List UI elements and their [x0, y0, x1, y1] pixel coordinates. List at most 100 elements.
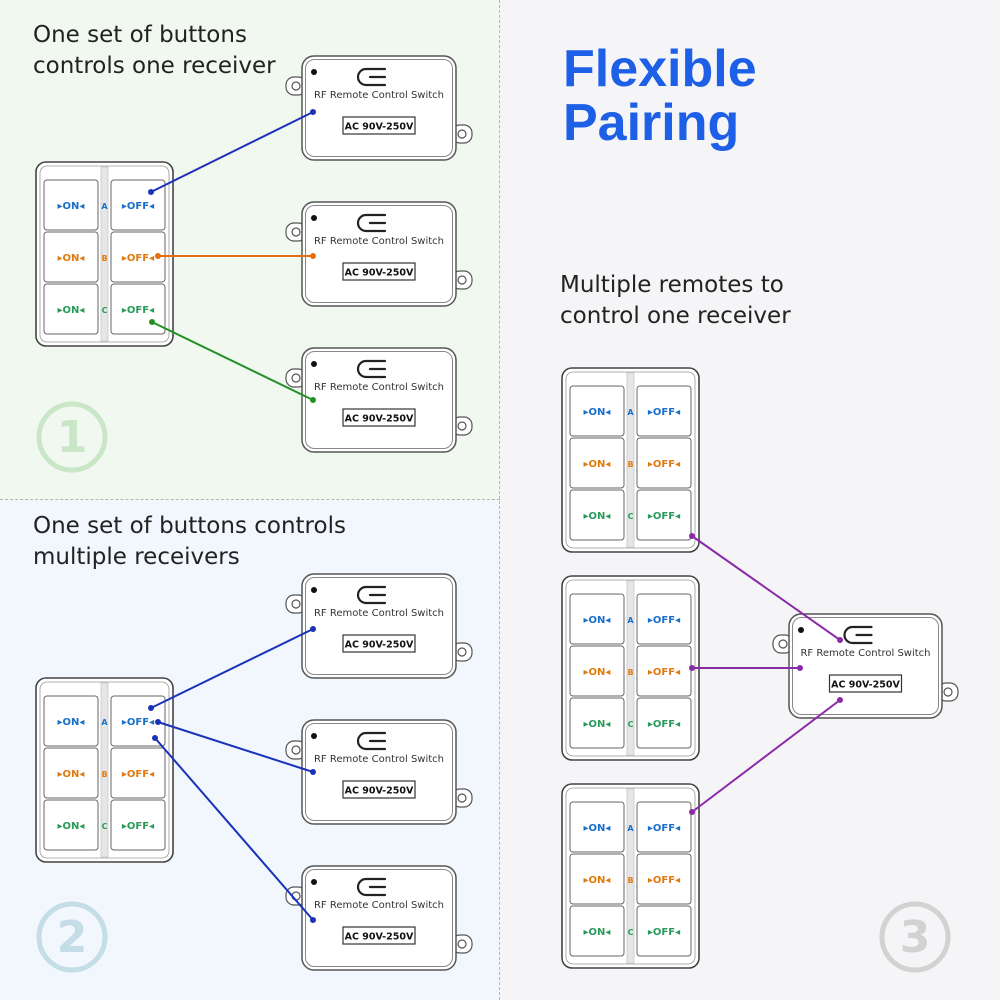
wire-remote-2-to-receiver [689, 665, 803, 671]
mounting-hole [457, 793, 467, 803]
receiver-label: RF Remote Control Switch [314, 382, 444, 393]
remote-inner-outline [39, 681, 170, 859]
remote-p3-a: ▸ON◂A▸OFF◂▸ON◂B▸OFF◂▸ON◂C▸OFF◂ [561, 367, 700, 553]
wire-line [154, 737, 314, 921]
wire-b-off-to-receiver [155, 253, 316, 259]
mounting-hole [943, 687, 953, 697]
horizontal-divider [0, 499, 500, 500]
voltage-box [342, 926, 416, 945]
wire-off-to-receiver-1 [148, 626, 316, 711]
button-face [43, 799, 99, 851]
button-face [110, 747, 166, 799]
button-on-c: ▸ON◂ [43, 799, 99, 851]
button-off-a: ▸OFF◂ [636, 801, 692, 853]
button-off-c: ▸OFF◂ [636, 697, 692, 749]
button-on-label: ▸ON◂ [58, 769, 85, 780]
antenna-icon [356, 877, 387, 897]
remote-p3-c: ▸ON◂A▸OFF◂▸ON◂B▸OFF◂▸ON◂C▸OFF◂ [561, 783, 700, 969]
remote-inner-outline [565, 787, 696, 965]
antenna-icon [843, 625, 873, 645]
receiver-p2-a: RF Remote Control Switch AC 90V-250V [285, 573, 473, 679]
wire-off-to-receiver-2 [155, 719, 316, 775]
button-on-label: ▸ON◂ [58, 821, 85, 832]
status-led [311, 879, 317, 885]
wire-endpoint [310, 253, 316, 259]
channel-letter-b: B [627, 460, 633, 469]
remote-p1: ▸ON◂A▸OFF◂▸ON◂B▸OFF◂▸ON◂C▸OFF◂ [35, 161, 174, 347]
step-circle [36, 901, 108, 973]
wire-endpoint [148, 189, 154, 195]
voltage-box [342, 116, 416, 135]
receiver-inner-outline [305, 577, 453, 675]
button-on-c: ▸ON◂ [569, 489, 625, 541]
button-on-label: ▸ON◂ [584, 875, 611, 886]
receiver-label: RF Remote Control Switch [314, 900, 444, 911]
antenna-icon [356, 731, 387, 751]
button-off-label: ▸OFF◂ [122, 717, 154, 728]
voltage-label: AC 90V-250V [345, 640, 414, 651]
mounting-hole [291, 745, 301, 755]
page-title: Flexible Pairing [563, 40, 757, 152]
channel-letter-a: A [101, 718, 108, 727]
wire-line [691, 535, 841, 641]
channel-letter-a: A [627, 616, 634, 625]
voltage-box [342, 262, 416, 281]
button-on-b: ▸ON◂ [569, 853, 625, 905]
wire-line [150, 111, 314, 193]
button-on-a: ▸ON◂ [569, 593, 625, 645]
button-off-b: ▸OFF◂ [636, 853, 692, 905]
button-on-label: ▸ON◂ [58, 717, 85, 728]
button-face [569, 385, 625, 437]
status-led [311, 215, 317, 221]
button-off-label: ▸OFF◂ [648, 875, 680, 886]
button-on-label: ▸ON◂ [58, 201, 85, 212]
receiver-label: RF Remote Control Switch [314, 608, 444, 619]
button-face [569, 437, 625, 489]
wire-endpoint [310, 769, 316, 775]
button-off-a: ▸OFF◂ [110, 179, 166, 231]
status-led [311, 361, 317, 367]
receiver-inner-outline [792, 617, 939, 715]
button-off-b: ▸OFF◂ [636, 437, 692, 489]
button-face [43, 695, 99, 747]
wire-endpoint [797, 665, 803, 671]
button-face [636, 437, 692, 489]
button-on-label: ▸ON◂ [584, 459, 611, 470]
button-face [569, 801, 625, 853]
step-digit: 2 [57, 912, 88, 963]
button-face [636, 385, 692, 437]
button-off-label: ▸OFF◂ [122, 769, 154, 780]
channel-letter-c: C [628, 512, 634, 521]
step-number-3: 3 [879, 901, 951, 973]
button-on-c: ▸ON◂ [569, 905, 625, 957]
wire-endpoint [837, 697, 843, 703]
channel-letter-c: C [628, 928, 634, 937]
receiver-label: RF Remote Control Switch [314, 754, 444, 765]
remote-inner-outline [565, 371, 696, 549]
button-on-b: ▸ON◂ [569, 437, 625, 489]
step-circle [879, 901, 951, 973]
antenna-icon [356, 359, 387, 379]
button-face [636, 489, 692, 541]
receiver-label: RF Remote Control Switch [800, 648, 930, 659]
step-digit: 1 [57, 412, 88, 463]
wire-off-to-receiver-3 [152, 735, 316, 923]
wire-line [151, 321, 314, 401]
mounting-hole [291, 373, 301, 383]
button-face [43, 179, 99, 231]
wire-endpoint [689, 809, 695, 815]
receiver-label: RF Remote Control Switch [314, 236, 444, 247]
caption-one-to-one: One set of buttons controls one receiver [33, 22, 276, 79]
wire-a-off-to-receiver [148, 109, 316, 195]
wire-endpoint [837, 637, 843, 643]
receiver-inner-outline [305, 59, 453, 157]
step-number-1: 1 [36, 401, 108, 473]
button-on-b: ▸ON◂ [43, 747, 99, 799]
channel-letter-b: B [101, 254, 107, 263]
button-face [569, 697, 625, 749]
remote-center-divider [626, 372, 635, 548]
button-face [43, 231, 99, 283]
